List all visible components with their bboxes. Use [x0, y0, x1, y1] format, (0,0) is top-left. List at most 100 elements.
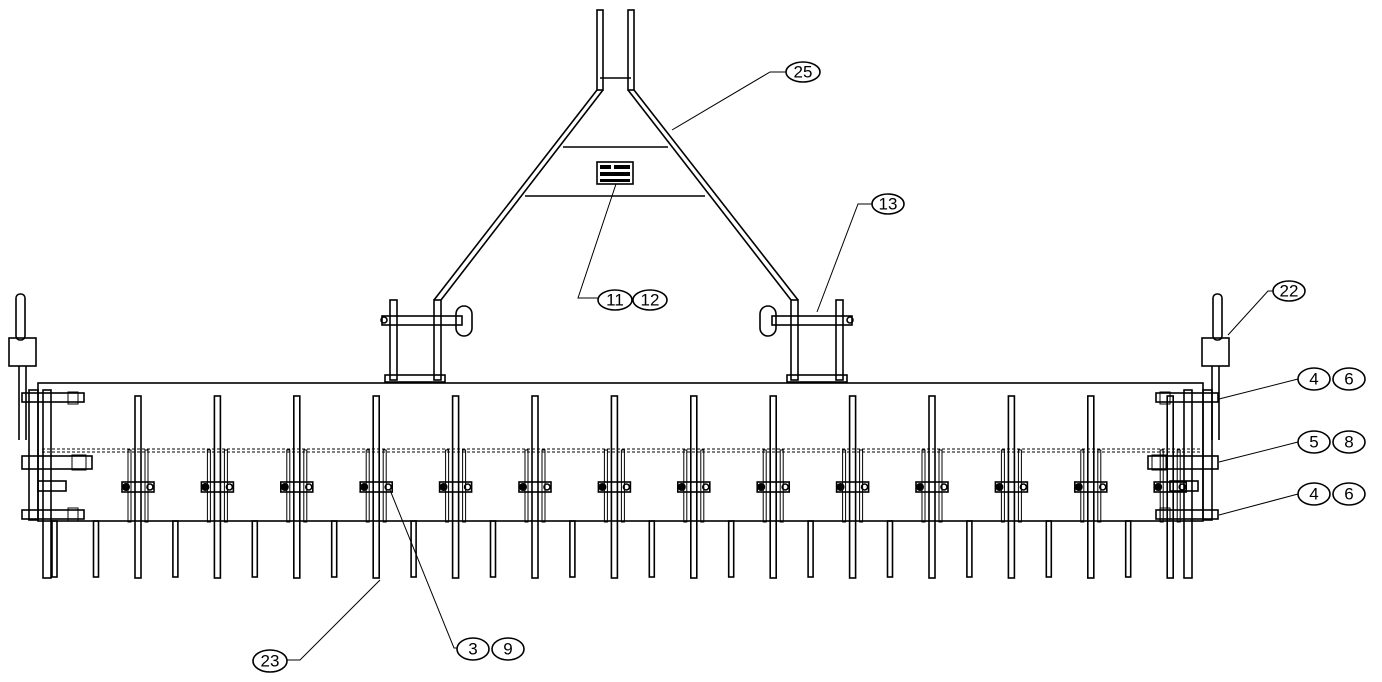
clamp-bolt [519, 483, 527, 491]
shank-bar [689, 395, 698, 579]
clamp-plate [382, 449, 387, 523]
clamp-nut [860, 483, 869, 491]
callout-25: 25 [671, 61, 821, 131]
clamp-nut [1178, 483, 1186, 491]
rear-tine [410, 520, 417, 578]
clamp-plate [303, 449, 308, 523]
shank-group [994, 395, 1029, 579]
rear-tine [727, 520, 735, 578]
clamp-bolt [757, 483, 766, 491]
callout-6-label: 6 [1344, 370, 1353, 389]
clamp-plate [620, 449, 625, 523]
clamp-plate [700, 449, 705, 523]
rear-tine [966, 520, 973, 578]
clamp-nut [304, 483, 313, 491]
clamp-nut [1099, 483, 1107, 491]
shank-bar [928, 395, 936, 579]
callout-13: 13 [816, 193, 905, 313]
shank-bar [610, 395, 619, 579]
callout-4-6-upper: 4 6 [1218, 367, 1366, 400]
shank-group [279, 395, 314, 579]
clamp-bolt [201, 483, 210, 491]
shank-group [597, 395, 632, 579]
clamp-nut [225, 483, 234, 491]
shank-bar [213, 395, 222, 579]
clamp-nut [146, 483, 154, 491]
callout-3-9: 3 9 [389, 489, 525, 661]
callout-23-label: 23 [261, 652, 280, 671]
callout-8-label: 8 [1344, 433, 1353, 452]
clamp-plate [144, 449, 149, 523]
clamp-nut [1019, 483, 1028, 491]
rear-tine [489, 520, 497, 578]
rear-tine [807, 520, 814, 578]
callout-13-label: 13 [879, 195, 898, 214]
clamp-bolt [836, 483, 845, 491]
shank-group [121, 395, 155, 579]
shank-bar [769, 395, 778, 579]
rear-tine [1124, 520, 1132, 578]
spring-tine-shanks [121, 395, 1187, 579]
shank-bar [451, 395, 460, 579]
shank-bar [134, 395, 142, 579]
callout-3-label: 3 [468, 640, 477, 659]
clamp-plate [541, 449, 546, 523]
clamp-bolt [916, 483, 924, 491]
shank-bar [1007, 395, 1016, 579]
clamp-plate [223, 449, 228, 523]
clamp-nut [940, 483, 948, 491]
clamp-plate [1176, 449, 1181, 523]
clamp-plate [1017, 449, 1022, 523]
shank-group [915, 395, 949, 579]
clamp-plate [1097, 449, 1102, 523]
shank-group [359, 395, 394, 579]
clamp-nut [543, 483, 551, 491]
rear-tine [251, 520, 259, 578]
clamp-plate [779, 449, 784, 523]
rear-tine [92, 520, 100, 578]
clamp-bolt [995, 483, 1004, 491]
clamp-plate [938, 449, 943, 523]
callout-5-label: 5 [1309, 433, 1318, 452]
clamp-plate [462, 449, 467, 523]
left-hitch-bracket [380, 299, 473, 383]
shank-bar [372, 395, 381, 579]
rear-tine [51, 520, 58, 578]
callout-11-12: 11 12 [577, 183, 668, 311]
shank-group [518, 395, 552, 579]
name-plate [596, 161, 634, 185]
clamp-bolt [280, 483, 289, 491]
shank-group [200, 395, 235, 579]
clamp-nut [781, 483, 790, 491]
callout-6-lower-label: 6 [1344, 485, 1353, 504]
shank-group [676, 395, 711, 579]
rear-tine [1045, 520, 1053, 578]
rear-tine [569, 520, 576, 578]
shank-group [438, 395, 473, 579]
shank-bar [1166, 395, 1174, 579]
shank-group [1153, 395, 1187, 579]
right-hitch-bracket [759, 299, 854, 383]
callout-4-6-lower: 4 6 [1218, 482, 1366, 516]
callout-11-label: 11 [606, 291, 624, 310]
clamp-bolt [122, 483, 130, 491]
rear-tines [51, 520, 1132, 578]
clamp-nut [384, 483, 393, 491]
clamp-bolt [1154, 483, 1163, 491]
callout-9-label: 9 [503, 640, 512, 659]
clamp-plate [859, 449, 864, 523]
clamp-nut [622, 483, 631, 491]
left-end-assembly [8, 293, 93, 579]
callout-23: 23 [252, 579, 381, 673]
a-frame-hitch [433, 9, 799, 301]
rear-tine [648, 520, 656, 578]
rear-tine [172, 520, 179, 578]
shank-group [835, 395, 870, 579]
shank-bar [531, 395, 539, 579]
callout-4-label: 4 [1309, 370, 1318, 389]
rear-tine [886, 520, 894, 578]
right-end-assembly [1147, 293, 1230, 579]
callout-22-label: 22 [1280, 282, 1299, 301]
callout-25-label: 25 [794, 63, 813, 82]
